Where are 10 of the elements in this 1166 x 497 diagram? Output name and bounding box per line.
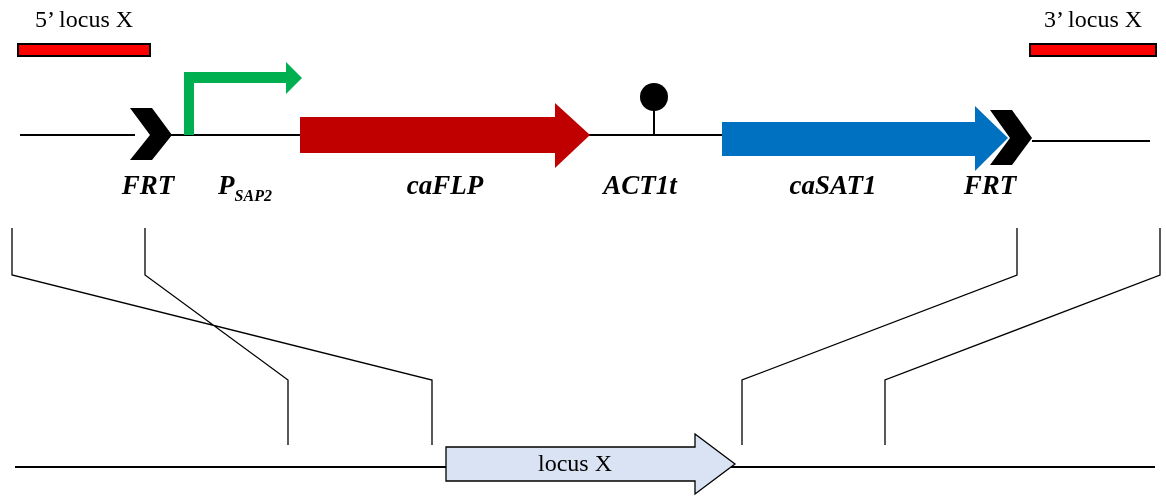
element-label: FRT [963,170,1017,201]
element-label: caFLP [406,170,484,201]
element-label: caSAT1 [789,170,877,201]
locus-arrow [445,433,737,496]
element-label: FRT [121,170,175,201]
element-label: ACT1t [603,170,677,201]
node-label: locus X [537,450,613,477]
node-label: 3’ locus X [1042,6,1144,33]
node-label: 5’ locus X [33,6,135,33]
element-label: P$_{SAP2}$ [218,170,272,205]
